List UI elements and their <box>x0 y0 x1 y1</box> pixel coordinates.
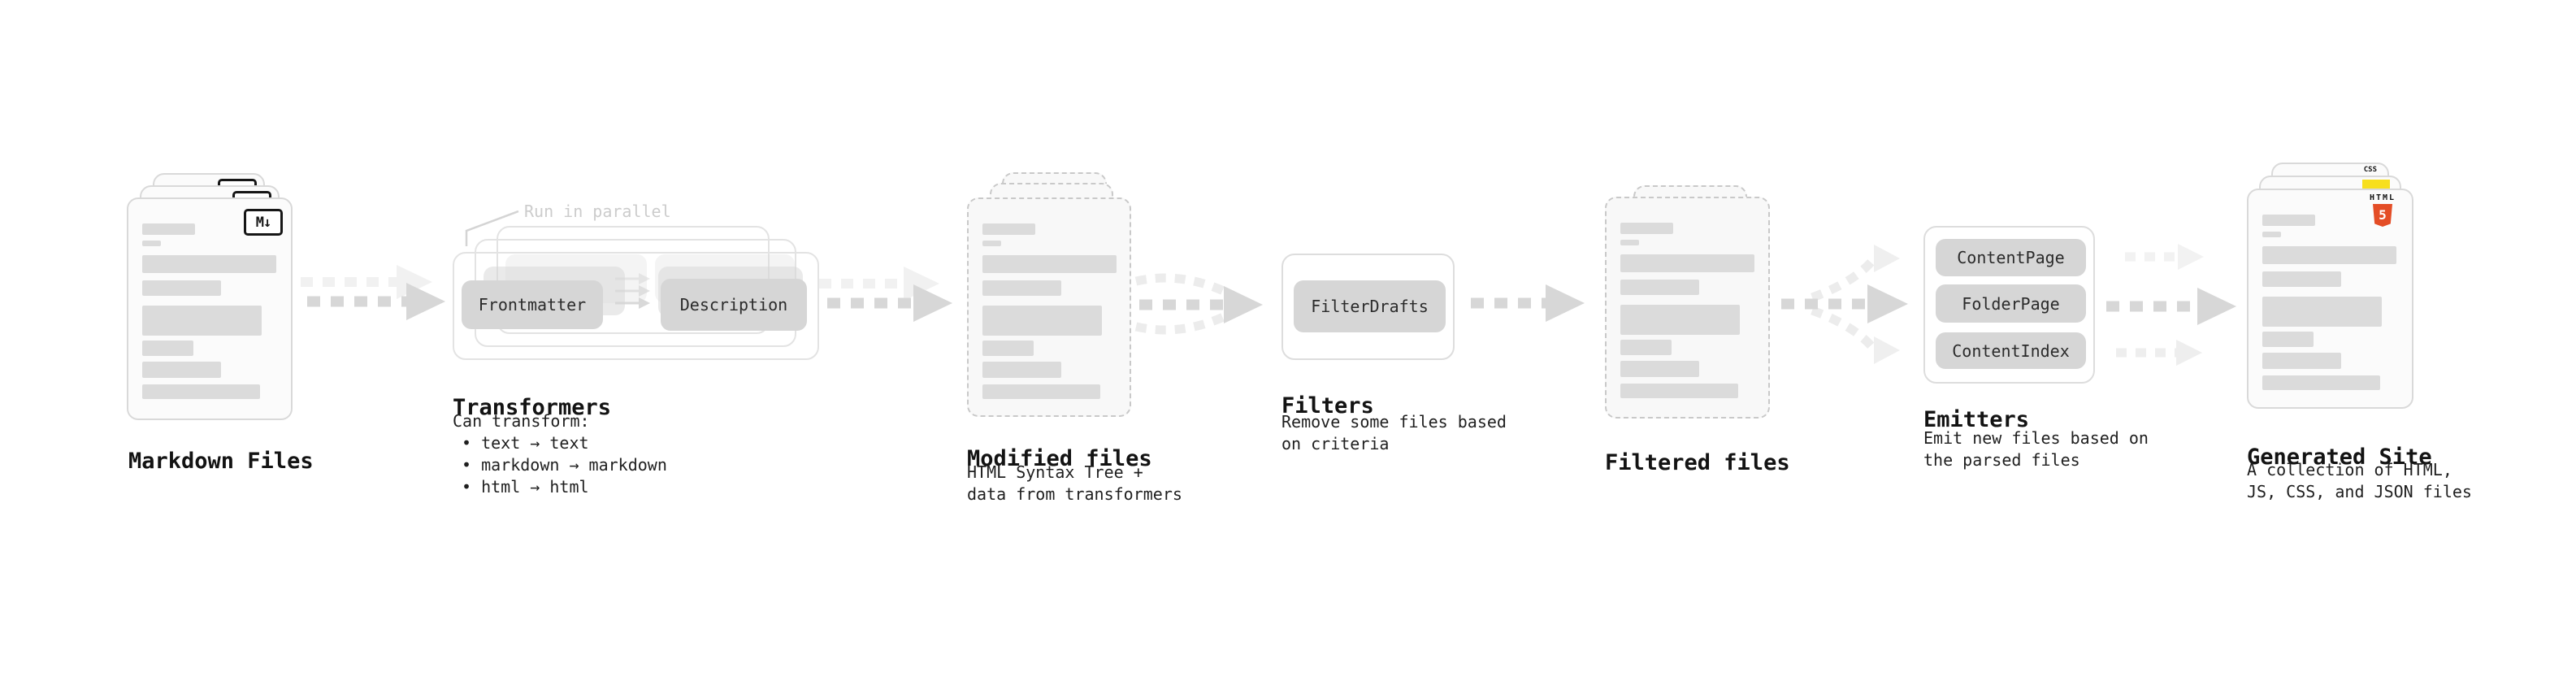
placeholder-line <box>982 255 1117 273</box>
label-emitters: Emitters <box>1923 407 2030 432</box>
placeholder-line <box>1620 254 1754 272</box>
markdown-icon: M↓ <box>244 209 283 236</box>
label-filters: Filters <box>1281 393 1374 419</box>
placeholder-line <box>2262 232 2281 237</box>
placeholder-line <box>1620 280 1699 295</box>
emitters-desc: Emit new files based on the parsed files <box>1923 428 2149 470</box>
arrow-filtered-to-emitters-icon <box>1781 245 1908 364</box>
arrow-markdown-to-transformers-icon <box>301 265 445 320</box>
placeholder-line <box>142 306 262 336</box>
placeholder-line <box>982 384 1100 399</box>
placeholder-line <box>2262 246 2396 264</box>
contentindex-chip: ContentIndex <box>1936 332 2086 369</box>
contentindex-chip-label: ContentIndex <box>1952 340 2070 361</box>
generated-site-desc: A collection of HTML, JS, CSS, and JSON … <box>2247 460 2472 501</box>
contentpage-chip: ContentPage <box>1936 239 2086 276</box>
bullet-item: • text → text <box>462 433 589 453</box>
transformers-desc-title: Can transform: <box>453 411 590 431</box>
placeholder-line <box>2262 271 2341 287</box>
placeholder-line <box>142 280 221 296</box>
modified-doc-front <box>967 197 1131 417</box>
contentpage-chip-label: ContentPage <box>1957 248 2065 267</box>
placeholder-line <box>982 241 1001 246</box>
placeholder-line <box>142 241 161 246</box>
placeholder-line <box>982 306 1102 336</box>
arrow-modified-to-filters-icon <box>1134 273 1263 335</box>
placeholder-line <box>142 340 193 356</box>
placeholder-line <box>1620 305 1740 335</box>
filtered-doc-front <box>1605 197 1770 419</box>
html5-icon-shield: 5 <box>2373 204 2392 227</box>
filters-desc: Remove some files based on criteria <box>1281 412 1507 453</box>
doc-placeholder-text <box>982 223 1117 399</box>
placeholder-line <box>142 362 221 378</box>
placeholder-line <box>2262 297 2382 327</box>
label-modified-files: Modified files <box>967 446 1152 471</box>
doc-placeholder-text <box>142 223 276 399</box>
javascript-icon <box>2362 180 2390 190</box>
description-chip: Description <box>661 279 807 331</box>
doc-placeholder-text <box>2262 215 2396 390</box>
transformers-bullet-list: • text → text • markdown → markdown • ht… <box>462 432 667 498</box>
label-markdown-files: Markdown Files <box>128 449 314 474</box>
modified-files-desc: HTML Syntax Tree + data from transformer… <box>967 462 1182 504</box>
markdown-doc-front: M↓ <box>127 197 293 420</box>
placeholder-line <box>2262 375 2380 390</box>
filters-panel: FilterDrafts <box>1281 254 1455 360</box>
placeholder-line <box>1620 240 1639 245</box>
callout-leader-line <box>465 210 519 246</box>
run-in-parallel-callout: Run in parallel <box>524 202 671 221</box>
placeholder-line <box>2262 332 2314 347</box>
filterdrafts-chip-label: FilterDrafts <box>1311 297 1429 316</box>
frontmatter-chip-label: Frontmatter <box>478 295 587 314</box>
emitters-panel: ContentPage FolderPage ContentIndex <box>1923 226 2095 384</box>
bullet-item: • markdown → markdown <box>462 455 667 475</box>
placeholder-line <box>142 384 260 399</box>
placeholder-line <box>2262 215 2315 226</box>
placeholder-line <box>982 280 1061 296</box>
generated-doc-front-html: HTML 5 <box>2247 189 2413 409</box>
html5-icon-word: HTML <box>2369 193 2396 202</box>
placeholder-line <box>1620 361 1699 377</box>
folderpage-chip: FolderPage <box>1936 284 2086 323</box>
placeholder-line <box>1620 384 1738 398</box>
description-chip-label: Description <box>679 295 788 314</box>
label-generated-site: Generated Site <box>2247 445 2432 470</box>
placeholder-line <box>982 340 1034 356</box>
filterdrafts-chip: FilterDrafts <box>1294 280 1446 332</box>
placeholder-line <box>1620 340 1672 355</box>
bullet-item: • html → html <box>462 477 589 497</box>
placeholder-line <box>982 362 1061 378</box>
doc-placeholder-text <box>1620 223 1754 398</box>
label-filtered-files: Filtered files <box>1605 450 1790 475</box>
arrow-transformers-to-modified-icon <box>819 267 952 322</box>
frontmatter-chip: Frontmatter <box>462 280 603 329</box>
placeholder-line <box>1620 223 1673 234</box>
arrow-filters-to-filtered-icon <box>1471 284 1585 322</box>
folderpage-chip-label: FolderPage <box>1962 293 2060 314</box>
transformers-layer-front <box>453 252 819 360</box>
arrow-emitters-to-generated-icon <box>2106 244 2236 366</box>
placeholder-line <box>142 223 195 235</box>
html5-icon: HTML 5 <box>2363 194 2402 227</box>
label-transformers: Transformers <box>453 395 612 420</box>
placeholder-line <box>982 223 1035 235</box>
placeholder-line <box>142 255 276 273</box>
placeholder-line <box>2262 353 2341 369</box>
